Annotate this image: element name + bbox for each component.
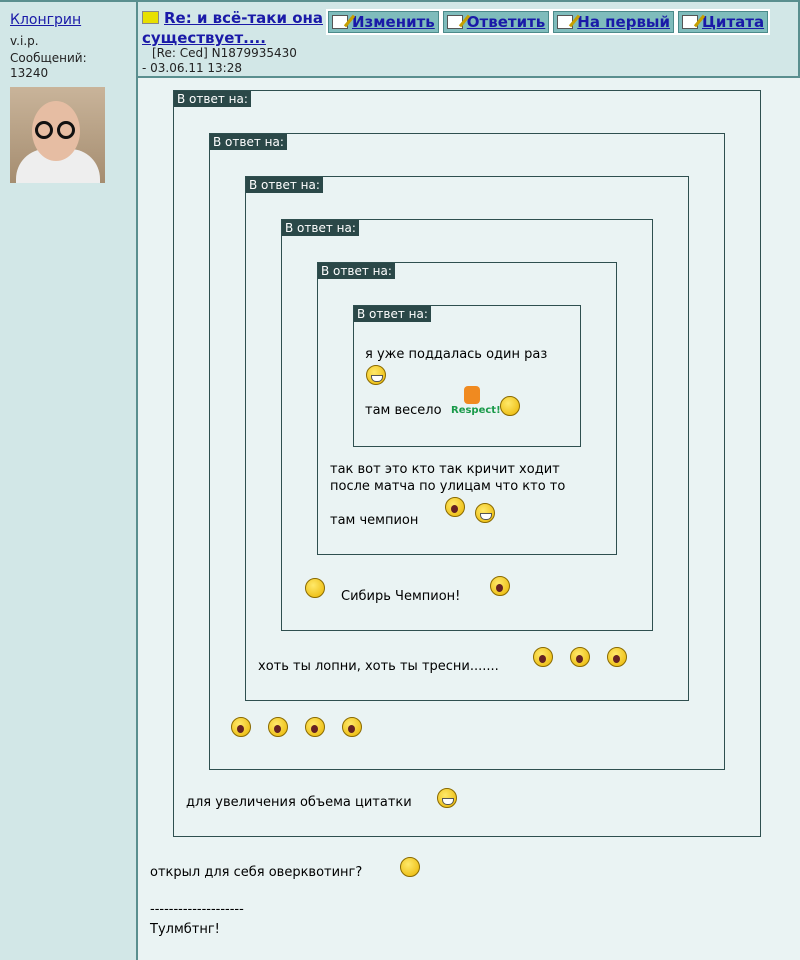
quote-block-4: В ответ на: bbox=[281, 219, 653, 631]
to-first-button[interactable]: На первый bbox=[553, 11, 675, 33]
signature-separator: -------------------- bbox=[150, 902, 244, 917]
dancing-smiley-icon bbox=[305, 578, 325, 598]
shouting-smiley-icon bbox=[490, 576, 510, 596]
quote-block-2: В ответ на: bbox=[209, 133, 725, 770]
post-header: Re: и всё-таки она существует.... [Re: C… bbox=[138, 0, 800, 78]
reply-button[interactable]: Ответить bbox=[442, 11, 550, 33]
quote-button[interactable]: Цитата bbox=[678, 11, 769, 33]
to-first-link[interactable]: На первый bbox=[577, 13, 671, 31]
quote-link[interactable]: Цитата bbox=[702, 13, 765, 31]
quote-text: Сибирь Чемпион! bbox=[341, 589, 461, 604]
smiley-icon bbox=[500, 396, 520, 416]
edit-button[interactable]: Изменить bbox=[328, 11, 439, 33]
thumbs-up-icon bbox=[464, 386, 480, 404]
quote-icon bbox=[682, 15, 699, 29]
smiley-icon bbox=[400, 857, 420, 877]
quote-label: В ответ на: bbox=[174, 91, 251, 107]
edit-link[interactable]: Изменить bbox=[352, 13, 435, 31]
post-actions: Изменить Ответить На первый Цитата bbox=[326, 9, 771, 35]
book-icon bbox=[142, 11, 159, 24]
quote-label: В ответ на: bbox=[210, 134, 287, 150]
quote-block-1: В ответ на: bbox=[173, 90, 761, 837]
yelling-smiley-icon bbox=[533, 647, 553, 667]
to-first-icon bbox=[557, 15, 574, 29]
quote-block-5: В ответ на: bbox=[317, 262, 617, 555]
username-link[interactable]: Клонгрин bbox=[10, 12, 82, 28]
quote-block-3: В ответ на: bbox=[245, 176, 689, 701]
post-title-link[interactable]: Re: и всё-таки она существует.... bbox=[142, 9, 323, 47]
quote-block-6: В ответ на: bbox=[353, 305, 581, 447]
yelling-smiley-icon bbox=[570, 647, 590, 667]
quote-label: В ответ на: bbox=[318, 263, 395, 279]
quote-text: так вот это кто так кричит ходит bbox=[330, 462, 560, 477]
quote-text: хоть ты лопни, хоть ты тресни....... bbox=[258, 659, 499, 674]
avatar bbox=[10, 87, 105, 183]
quote-text: для увеличения объема цитатки bbox=[186, 795, 412, 810]
quote-text: там чемпион bbox=[330, 513, 419, 528]
post-title: Re: и всё-таки она существует.... bbox=[142, 8, 327, 48]
quote-text: я уже поддалась один раз bbox=[365, 347, 548, 362]
yelling-smiley-icon bbox=[305, 717, 325, 737]
post-text: открыл для себя оверквотинг? bbox=[150, 865, 363, 880]
grin-smiley-icon bbox=[366, 365, 386, 385]
posts-count: 13240 bbox=[10, 66, 49, 80]
yelling-smiley-icon bbox=[607, 647, 627, 667]
yelling-smiley-icon bbox=[231, 717, 251, 737]
post-id: [Re: Ced] N1879935430 bbox=[152, 46, 297, 60]
shocked-smiley-icon bbox=[445, 497, 465, 517]
edit-icon bbox=[332, 15, 348, 29]
posts-label: Сообщений: bbox=[10, 51, 87, 65]
quote-text: после матча по улицам что кто то bbox=[330, 479, 566, 494]
signature: Тулмбтнг! bbox=[150, 922, 220, 937]
grin-smiley-icon bbox=[475, 503, 495, 523]
reply-icon bbox=[446, 15, 463, 29]
quote-label: В ответ на: bbox=[246, 177, 323, 193]
post-date: - 03.06.11 13:28 bbox=[142, 61, 242, 75]
yelling-smiley-icon bbox=[268, 717, 288, 737]
quote-text: там весело bbox=[365, 403, 442, 418]
user-sidebar: Клонгрин v.i.p. Сообщений: 13240 bbox=[0, 0, 138, 960]
yelling-smiley-icon bbox=[342, 717, 362, 737]
quote-label: В ответ на: bbox=[354, 306, 431, 322]
reply-link[interactable]: Ответить bbox=[466, 13, 546, 31]
grin-smiley-icon bbox=[437, 788, 457, 808]
post-meta: [Re: Ced] N1879935430- 03.06.11 13:28 bbox=[142, 46, 297, 76]
respect-smiley-text: Respect! bbox=[451, 405, 501, 416]
user-rank: v.i.p. bbox=[10, 34, 39, 48]
quote-label: В ответ на: bbox=[282, 220, 359, 236]
